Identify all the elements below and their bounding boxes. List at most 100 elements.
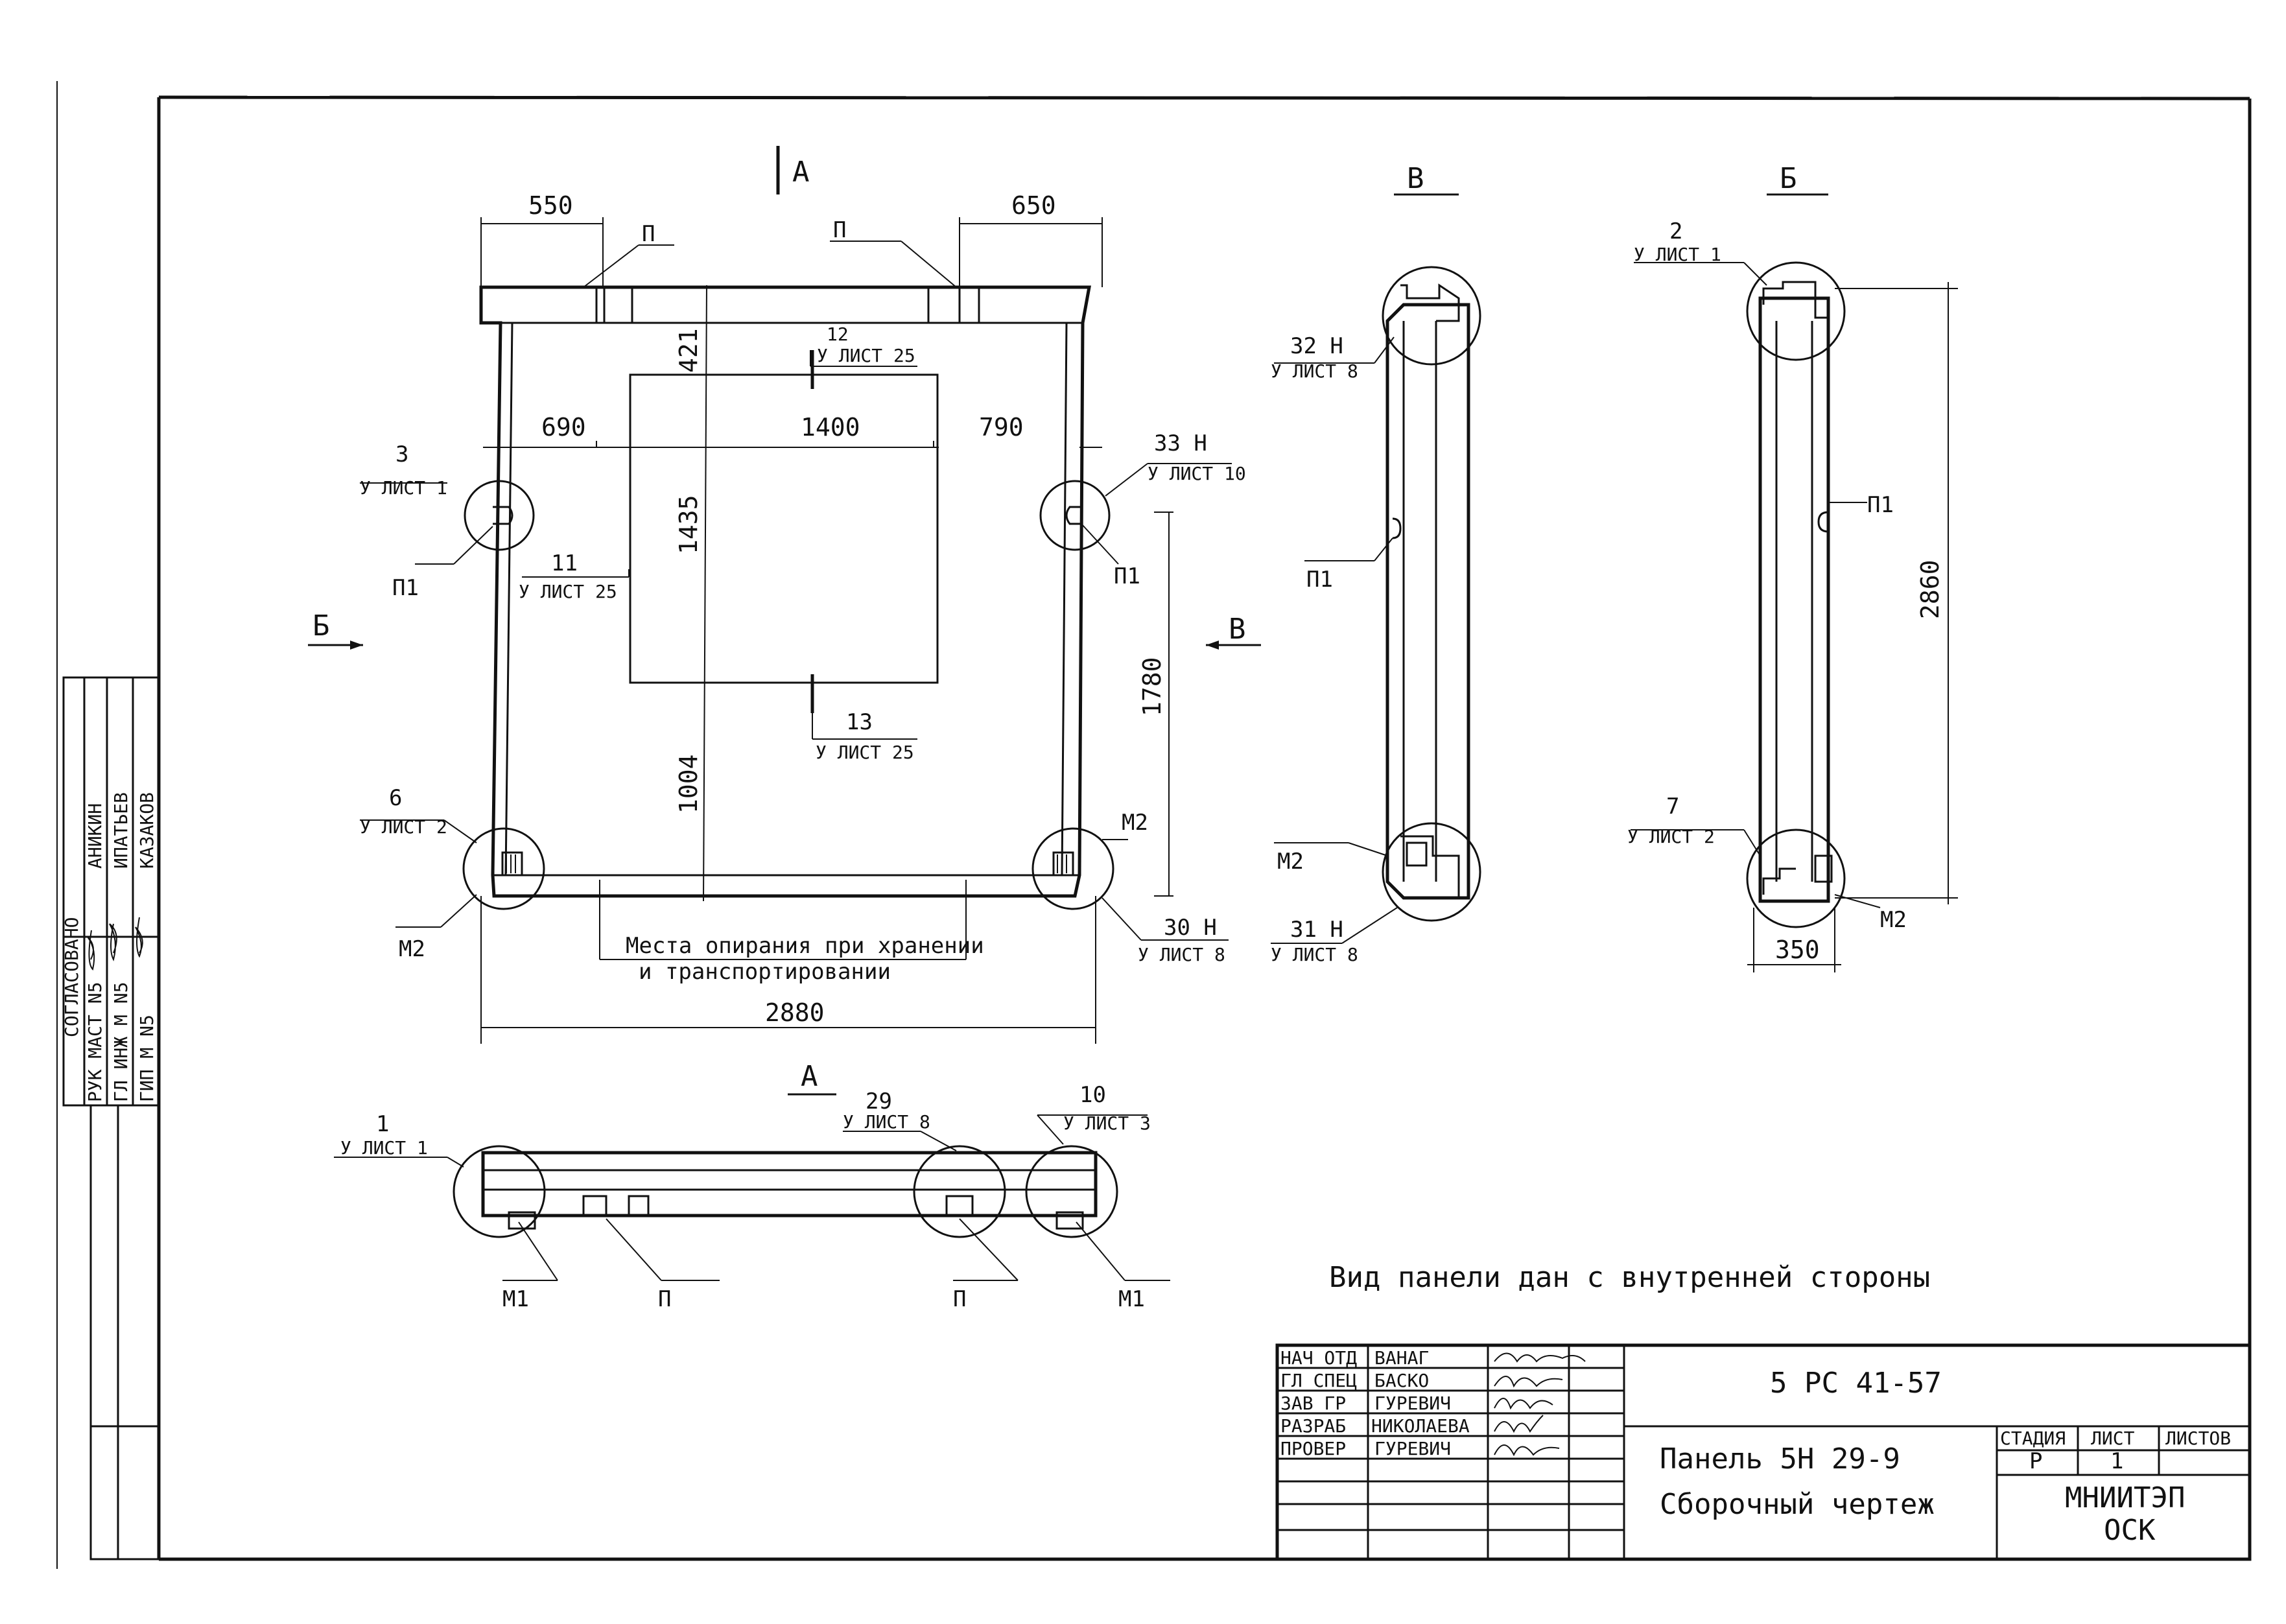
dim-350: 350 [1775,936,1820,964]
tb-stage-value: Р [2029,1448,2042,1474]
dim-2880: 2880 [765,998,825,1027]
callout-30-num: 30 Н [1164,915,1217,941]
mark-p1-v: П1 [1306,567,1333,593]
title-block: НАЧ ОТД ВАНАГ ГЛ СПЕЦ БАСКО ЗАВ ГР ГУРЕВ… [1275,1343,2252,1561]
window-opening [629,373,939,684]
tb-role-1: НАЧ ОТД [1280,1347,1357,1369]
approval-stamp: СОГЛАСОВАНО РУК МАСТ N5 АНИКИН ГЛ ИНЖ М … [61,676,160,1560]
signature-4 [1494,1415,1544,1433]
section-b-view: Б П1 2 У ЛИСТ 1 7 У ЛИСТ 2 М2 2860 350 [1627,162,1958,972]
tb-sheet-header: ЛИСТ [2091,1428,2135,1449]
dim-1435: 1435 [674,495,703,554]
callout-10-num: 10 [1079,1082,1106,1108]
tb-code: 5 РС 41-57 [1770,1367,1942,1400]
callout-30-sheet: У ЛИСТ 8 [1138,944,1225,965]
tb-name-4: НИКОЛАЕВА [1371,1415,1470,1437]
mark-m1-a-right: М1 [1118,1286,1145,1312]
signature-approval-1 [87,930,95,971]
tb-role-2: ГЛ СПЕЦ [1280,1370,1357,1391]
dim-650: 650 [1011,191,1056,220]
callout-31-num: 31 Н [1290,917,1343,943]
signature-approval-2 [109,923,117,961]
approval-role-2: ГЛ ИНЖ М N5 [110,982,132,1102]
tb-role-3: ЗАВ ГР [1280,1393,1346,1414]
dim-421: 421 [674,328,703,373]
signature-approval-3 [135,917,143,958]
mark-m2-main-left: М2 [399,936,425,962]
tb-name-line2: Сборочный чертеж [1660,1488,1935,1521]
support-note-line1: Места опирания при хранении [626,933,984,959]
section-v-title: В [1407,162,1424,195]
callout-29-num: 29 [866,1089,892,1114]
signature-2 [1494,1376,1563,1388]
callout-11-sheet: У ЛИСТ 25 [519,581,617,602]
callout-12-num: 12 [827,324,849,345]
tb-name-5: ГУРЕВИЧ [1374,1438,1451,1459]
mark-p-a-right: П [953,1286,966,1312]
callout-7-num: 7 [1666,794,1679,819]
mark-p-a-left: П [658,1286,671,1312]
dim-1004: 1004 [674,754,703,814]
signature-3 [1494,1398,1553,1410]
support-note: Места опирания при хранении и транспорти… [599,880,984,985]
callout-1-sheet: У ЛИСТ 1 [340,1137,428,1159]
mark-p1-b: П1 [1867,492,1894,518]
approval-name-3: КАЗАКОВ [136,792,158,869]
tb-sheets-header: ЛИСТОВ [2165,1428,2231,1449]
dim-690: 690 [541,413,586,441]
approval-name-1: АНИКИН [84,803,106,869]
callout-32-sheet: У ЛИСТ 8 [1271,360,1358,382]
callout-2-sheet: У ЛИСТ 1 [1634,244,1721,265]
callout-33-sheet: У ЛИСТ 10 [1148,463,1246,484]
tb-name-3: ГУРЕВИЧ [1374,1393,1451,1414]
section-v-arrow-label: В [1229,613,1246,646]
dim-1400: 1400 [801,413,860,441]
callout-33-num: 33 Н [1154,430,1207,456]
tb-stage-header: СТАДИЯ [2000,1428,2066,1449]
tb-org-line1: МНИИТЭП [2065,1481,2185,1514]
mark-m1-a-left: М1 [502,1286,529,1312]
tb-name-line1: Панель 5Н 29-9 [1660,1442,1900,1476]
callout-2-num: 2 [1669,218,1682,244]
section-v-view: В 32 Н У ЛИСТ 8 П1 М2 31 Н У ЛИСТ 8 [1271,162,1481,965]
section-arrows: Б В [308,609,1261,650]
mark-p-main-left: П [642,221,655,247]
section-a-top-label: А [792,156,810,189]
top-dimensions: 550 650 690 1400 790 421 1435 1004 1780 … [480,191,1173,1044]
tb-name-2: БАСКО [1374,1370,1429,1391]
callout-11-num: 11 [551,550,578,576]
approval-name-2: ИПАТЬЕВ [110,792,132,869]
approval-title: СОГЛАСОВАНО [61,917,82,1037]
callout-6-sheet: У ЛИСТ 2 [360,816,447,838]
tb-sheet-value: 1 [2110,1448,2123,1474]
mark-m2-main-right: М2 [1122,810,1148,836]
tb-org-line2: ОСК [2104,1514,2156,1547]
callouts-main: П П 12 У ЛИСТ 25 3 У ЛИСТ 1 П1 33 Н У ЛИ… [360,217,1246,965]
approval-role-3: ГИП М N5 [136,1015,158,1102]
mark-m2-b: М2 [1880,907,1907,933]
tb-role-4: РАЗРАБ [1280,1415,1346,1437]
callout-13-num: 13 [846,709,873,735]
callout-10-sheet: У ЛИСТ 3 [1063,1112,1151,1134]
dim-1780: 1780 [1138,657,1166,716]
callout-3-num: 3 [395,441,408,467]
section-b-arrow-label: Б [312,609,330,642]
signature-5 [1494,1444,1560,1457]
dim-550: 550 [528,191,573,220]
section-a-title: А [801,1060,818,1093]
approval-role-1: РУК МАСТ N5 [84,982,106,1102]
callout-7-sheet: У ЛИСТ 2 [1627,826,1715,847]
panel-front-view [462,285,1114,910]
signature-1 [1494,1352,1586,1363]
callout-12-sheet: У ЛИСТ 25 [817,345,915,366]
section-a-marker: А [776,146,810,194]
callout-13-sheet: У ЛИСТ 25 [816,742,914,763]
mark-m2-v: М2 [1277,849,1304,875]
mark-p1-main-left: П1 [392,575,419,601]
dim-2860: 2860 [1916,559,1944,619]
mark-p-main-right: П [833,217,846,243]
tb-name-1: ВАНАГ [1374,1347,1429,1369]
callout-1-num: 1 [376,1111,389,1137]
callout-6-num: 6 [389,785,402,811]
